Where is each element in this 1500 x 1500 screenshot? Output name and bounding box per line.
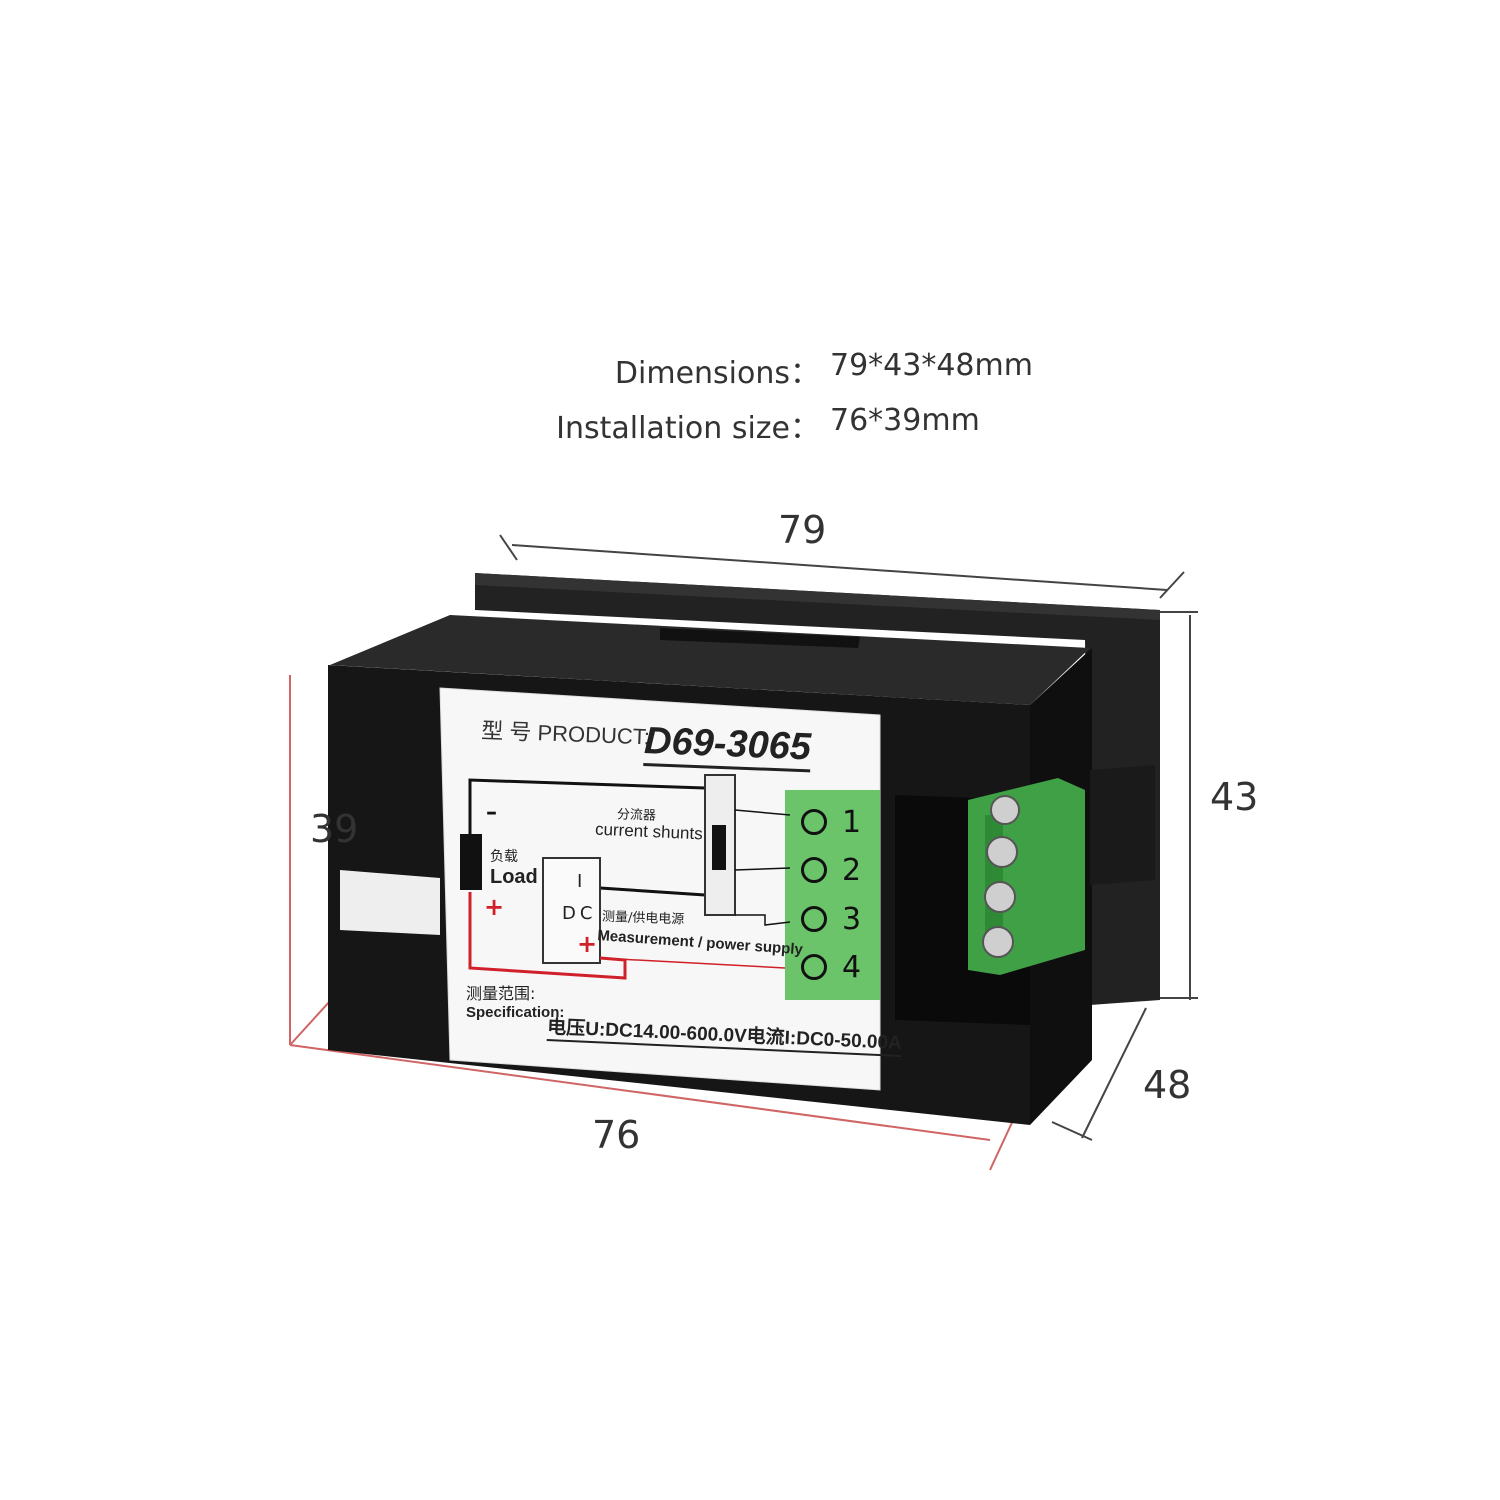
terminal-1: 1 [798,805,878,845]
terminal-number: 2 [842,853,862,888]
red-wires [468,892,786,980]
screw-icon [986,836,1018,868]
spec-label: Specification: [466,1004,565,1021]
screw-icon [990,795,1020,825]
range-label-cn: 测量范围: [466,984,536,1003]
terminal-3: 3 [798,902,878,942]
installation-value: 76*39mm [830,403,980,438]
right-height-label: 43 [1210,775,1259,819]
supply-label-cn: 测量/供电电源 [601,909,685,928]
load-icon [460,834,482,890]
terminal-diagram [785,790,880,1000]
load-label-en: Load [490,866,538,888]
terminal-number: 3 [842,902,862,937]
load-label-cn: 负载 [490,849,518,865]
screw-icon [984,881,1016,913]
terminal-number: 1 [842,805,862,840]
plus-sign-load: + [484,893,505,921]
label-card [439,687,881,1091]
top-width-label: 79 [778,508,827,552]
terminal-number: 4 [842,950,862,985]
screw-symbol-icon [801,809,827,835]
left-height-label: 39 [310,807,359,851]
installation-spec: Installation size： 76*39mm [0,403,1500,446]
screw-icon [982,926,1014,958]
bottom-width-line [289,1044,991,1141]
bottom-width-label: 76 [592,1113,641,1157]
wiring-diagram [460,774,791,964]
terminal-4: 4 [798,950,878,990]
terminal-block [968,778,1085,975]
screw-symbol-icon [801,857,827,883]
dimension-lines [499,534,1198,1141]
screw-symbol-icon [801,954,827,980]
model-number: D69-3065 [643,720,812,773]
minus-sign: – [486,800,497,825]
dc-label: DC [562,903,597,924]
dc-i-label: I [577,871,583,892]
dimensions-label: Dimensions： [614,356,820,391]
installation-label: Installation size： [556,411,820,446]
top-width-line [511,544,1168,591]
model-prefix: 型 号 PRODUCT: [480,717,651,750]
terminal-2: 2 [798,853,878,893]
depth-line [1081,1007,1147,1139]
screw-symbol-icon [801,906,827,932]
dimensions-value: 79*43*48mm [830,348,1033,383]
depth-label: 48 [1143,1063,1192,1107]
plus-sign-dc: + [577,930,598,958]
dimensions-spec: Dimensions： 79*43*48mm [0,348,1500,391]
